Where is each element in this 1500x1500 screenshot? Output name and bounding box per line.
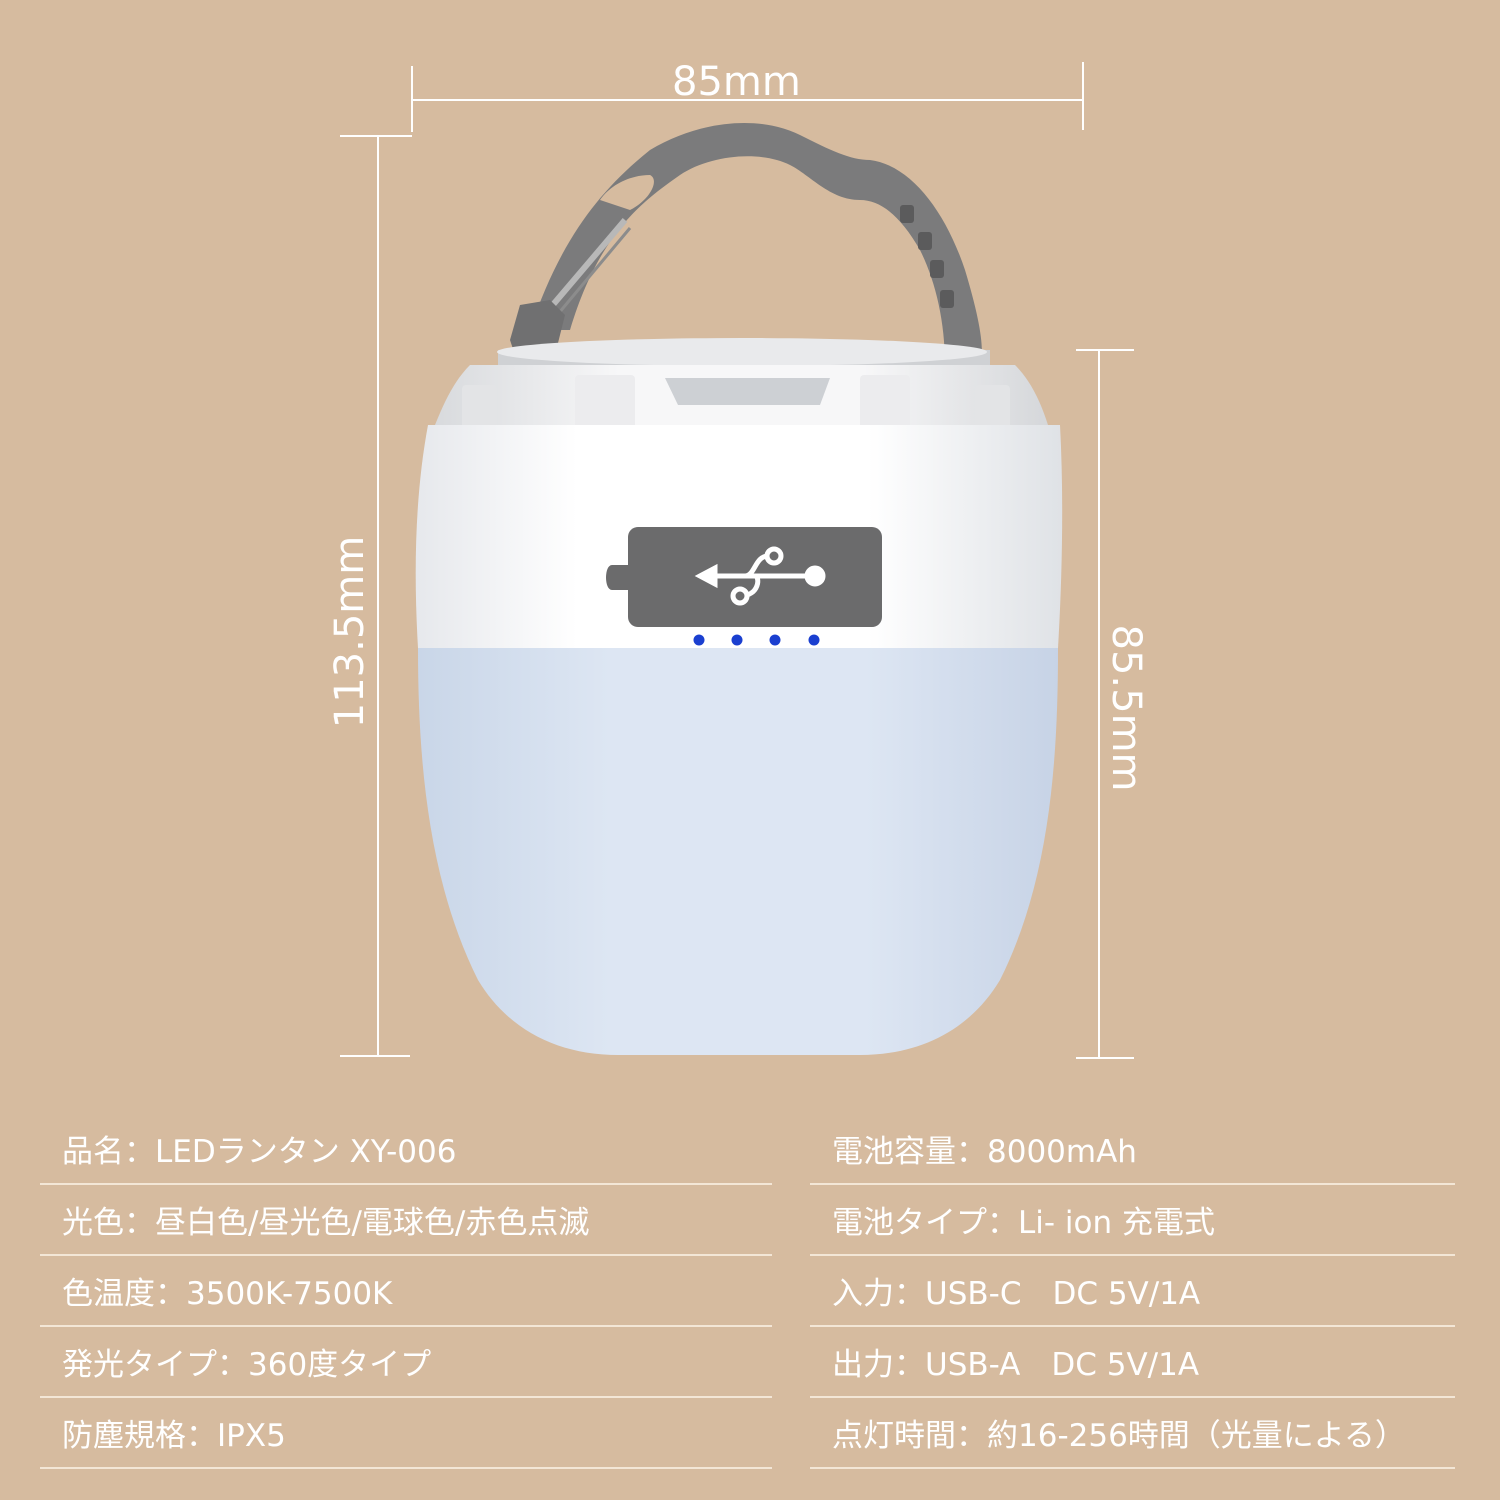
spec-battery-capacity: 電池容量：8000mAh [810,1114,1455,1185]
spec-light-color: 光色：昼白色/昼光色/電球色/赤色点滅 [40,1185,772,1256]
width-dim-tick-right [1082,62,1084,130]
lamp-dim-tick-bottom [1076,1057,1134,1059]
height-dim-line [377,136,379,1056]
height-dim-tick-bottom [340,1055,410,1057]
lamp-dim-line [1098,350,1100,1058]
battery-indicator [693,634,820,646]
lantern-illustration [415,123,1063,1055]
handle[interactable] [530,123,982,365]
spec-input: 入力：USB-C DC 5V/1A [810,1256,1455,1327]
usb-icon [694,546,826,606]
top-cap [435,338,1048,430]
spec-battery-type: 電池タイプ：Li- ion 充電式 [810,1185,1455,1256]
width-dim-tick-left [411,66,413,132]
lamp-dim-tick-top [1076,349,1134,351]
width-dim-line [412,99,1084,101]
spec-column-left: 品名：LEDランタン XY-006 光色：昼白色/昼光色/電球色/赤色点滅 色温… [40,1114,772,1469]
spec-run-time: 点灯時間：約16-256時間（光量による） [810,1398,1455,1469]
spec-emission-type: 発光タイプ：360度タイプ [40,1327,772,1398]
spec-column-right: 電池容量：8000mAh 電池タイプ：Li- ion 充電式 入力：USB-C … [810,1114,1455,1469]
spec-dust-rating: 防塵規格：IPX5 [40,1398,772,1469]
spec-product-name: 品名：LEDランタン XY-006 [40,1114,772,1185]
height-dim-tick-top [340,135,412,137]
carabiner-clip[interactable] [510,218,632,355]
spec-table: 品名：LEDランタン XY-006 光色：昼白色/昼光色/電球色/赤色点滅 色温… [40,1114,1460,1474]
width-dimension-label: 85mm [672,59,801,105]
spec-output: 出力：USB-A DC 5V/1A [810,1327,1455,1398]
lantern-diffuser [418,648,1058,1055]
spec-color-temperature: 色温度：3500K-7500K [40,1256,772,1327]
